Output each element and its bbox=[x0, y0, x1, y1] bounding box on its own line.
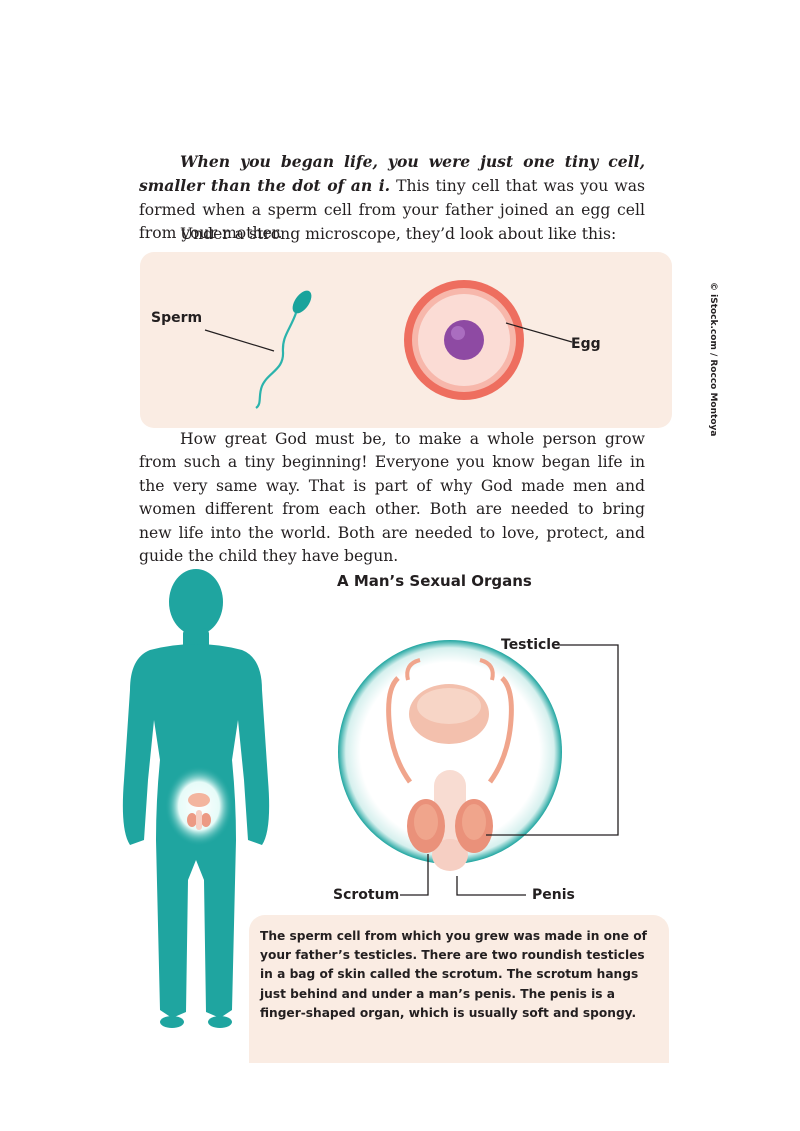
sperm-label: Sperm bbox=[151, 310, 203, 326]
intro-paragraph: When you began life, you were just one t… bbox=[139, 150, 645, 246]
sperm-pointer-line bbox=[204, 329, 275, 352]
intro-rest: This tiny cell that was you was formed w… bbox=[139, 177, 645, 243]
organs-detail bbox=[386, 658, 514, 871]
info-text-part2: The scrotum hangs just behind and under … bbox=[260, 967, 639, 1020]
info-term: scrotum. bbox=[441, 967, 503, 982]
organs-inset-circle bbox=[338, 640, 562, 864]
mini-organs-icon bbox=[187, 793, 211, 830]
penis-label: Penis bbox=[532, 887, 575, 903]
penis-pointer-line bbox=[456, 876, 526, 896]
egg-illustration bbox=[404, 280, 573, 400]
testicle-pointer-line bbox=[486, 644, 619, 836]
info-box: The sperm cell from which you grew was m… bbox=[249, 915, 669, 1063]
scrotum-pointer-line bbox=[400, 854, 429, 896]
testicle-label: Testicle bbox=[501, 637, 561, 653]
figure-title: A Man’s Sexual Organs bbox=[337, 572, 532, 590]
intro-lead: When you began life, you were just one t… bbox=[139, 152, 645, 196]
egg-label: Egg bbox=[571, 336, 601, 352]
body-paragraph: How great God must be, to make a whole p… bbox=[139, 430, 645, 566]
scrotum-label: Scrotum bbox=[333, 887, 400, 903]
info-text-part1: The sperm cell from which you grew was m… bbox=[260, 929, 647, 982]
egg-pointer-line bbox=[505, 322, 573, 343]
microscope-line: Under a strong microscope, they’d look a… bbox=[180, 225, 617, 243]
sperm-illustration bbox=[204, 290, 312, 409]
